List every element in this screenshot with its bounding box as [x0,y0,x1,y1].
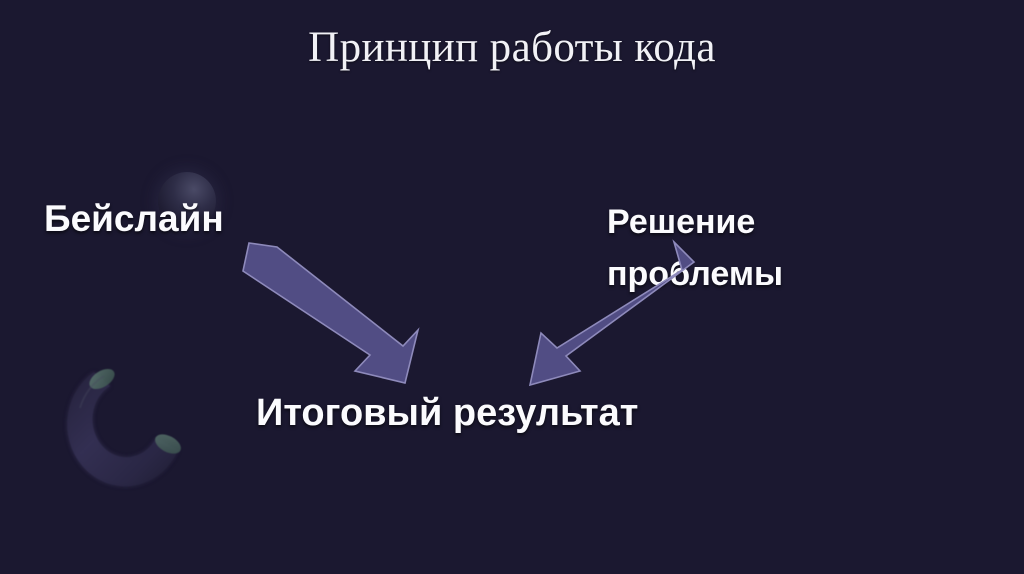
label-baseline: Бейслайн [44,198,224,239]
arrow-baseline-to-result [242,242,420,384]
label-result: Итоговый результат [256,392,639,434]
torus-icon [58,358,198,500]
page-title: Принцип работы кода [308,24,716,71]
label-solution: Решение проблемы [607,203,784,293]
